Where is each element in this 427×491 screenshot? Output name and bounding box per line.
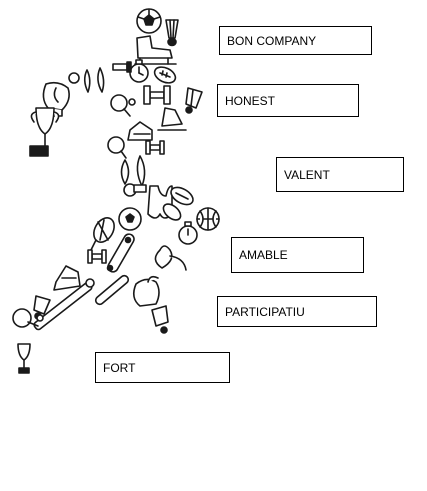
- stopwatch-icon: [129, 59, 149, 83]
- trophy-icon: [29, 107, 60, 157]
- skateboard-icon: [106, 233, 135, 273]
- sneaker-icon: [53, 265, 81, 291]
- ping-pong-paddle-icon: [110, 94, 136, 117]
- ice-skate-icon: [157, 107, 187, 131]
- label-valent: VALENT: [276, 157, 404, 192]
- whistle-icon: [123, 183, 147, 197]
- rugby-ball-icon: [162, 203, 182, 221]
- label-text: PARTICIPATIU: [225, 304, 305, 319]
- rugby-ball-icon: [170, 186, 194, 206]
- dumbbell-icon: [87, 249, 107, 264]
- trophy-icon: [17, 343, 31, 374]
- skateboard-icon: [94, 274, 130, 306]
- label-fort: FORT: [95, 352, 230, 383]
- dumbbell-icon: [143, 85, 171, 105]
- label-text: FORT: [103, 360, 136, 375]
- sneaker-icon: [127, 121, 153, 141]
- whistle-icon: [154, 245, 187, 271]
- tennis-racket-icon: [89, 217, 115, 253]
- label-amable: AMABLE: [231, 237, 364, 273]
- shuttlecock-icon: [151, 305, 169, 334]
- shuttlecock-icon: [165, 19, 179, 47]
- label-text: HONEST: [225, 93, 276, 108]
- dumbbell-icon: [145, 140, 165, 155]
- bowling-pin-icon: [68, 67, 105, 93]
- label-participatiu: PARTICIPATIU: [217, 296, 377, 327]
- shuttlecock-icon: [185, 87, 203, 114]
- label-text: AMABLE: [239, 248, 288, 262]
- label-text: BON COMPANY: [227, 33, 317, 48]
- soccer-ball-icon: [118, 207, 142, 231]
- soccer-ball-icon: [136, 8, 162, 34]
- label-text: VALENT: [284, 167, 330, 182]
- bowling-pin-icon: [120, 155, 146, 187]
- basketball-icon: [196, 207, 220, 231]
- label-honest: HONEST: [217, 84, 359, 117]
- hockey-stick-icon: [112, 61, 132, 73]
- ping-pong-paddle-icon: [107, 136, 127, 159]
- stopwatch-icon: [178, 221, 198, 245]
- ping-pong-paddle-icon: [12, 308, 44, 328]
- rugby-ball-icon: [153, 66, 177, 84]
- label-bon-company: BON COMPANY: [219, 26, 372, 55]
- boxing-glove-icon: [132, 275, 160, 307]
- hockey-stick-icon: [33, 278, 95, 331]
